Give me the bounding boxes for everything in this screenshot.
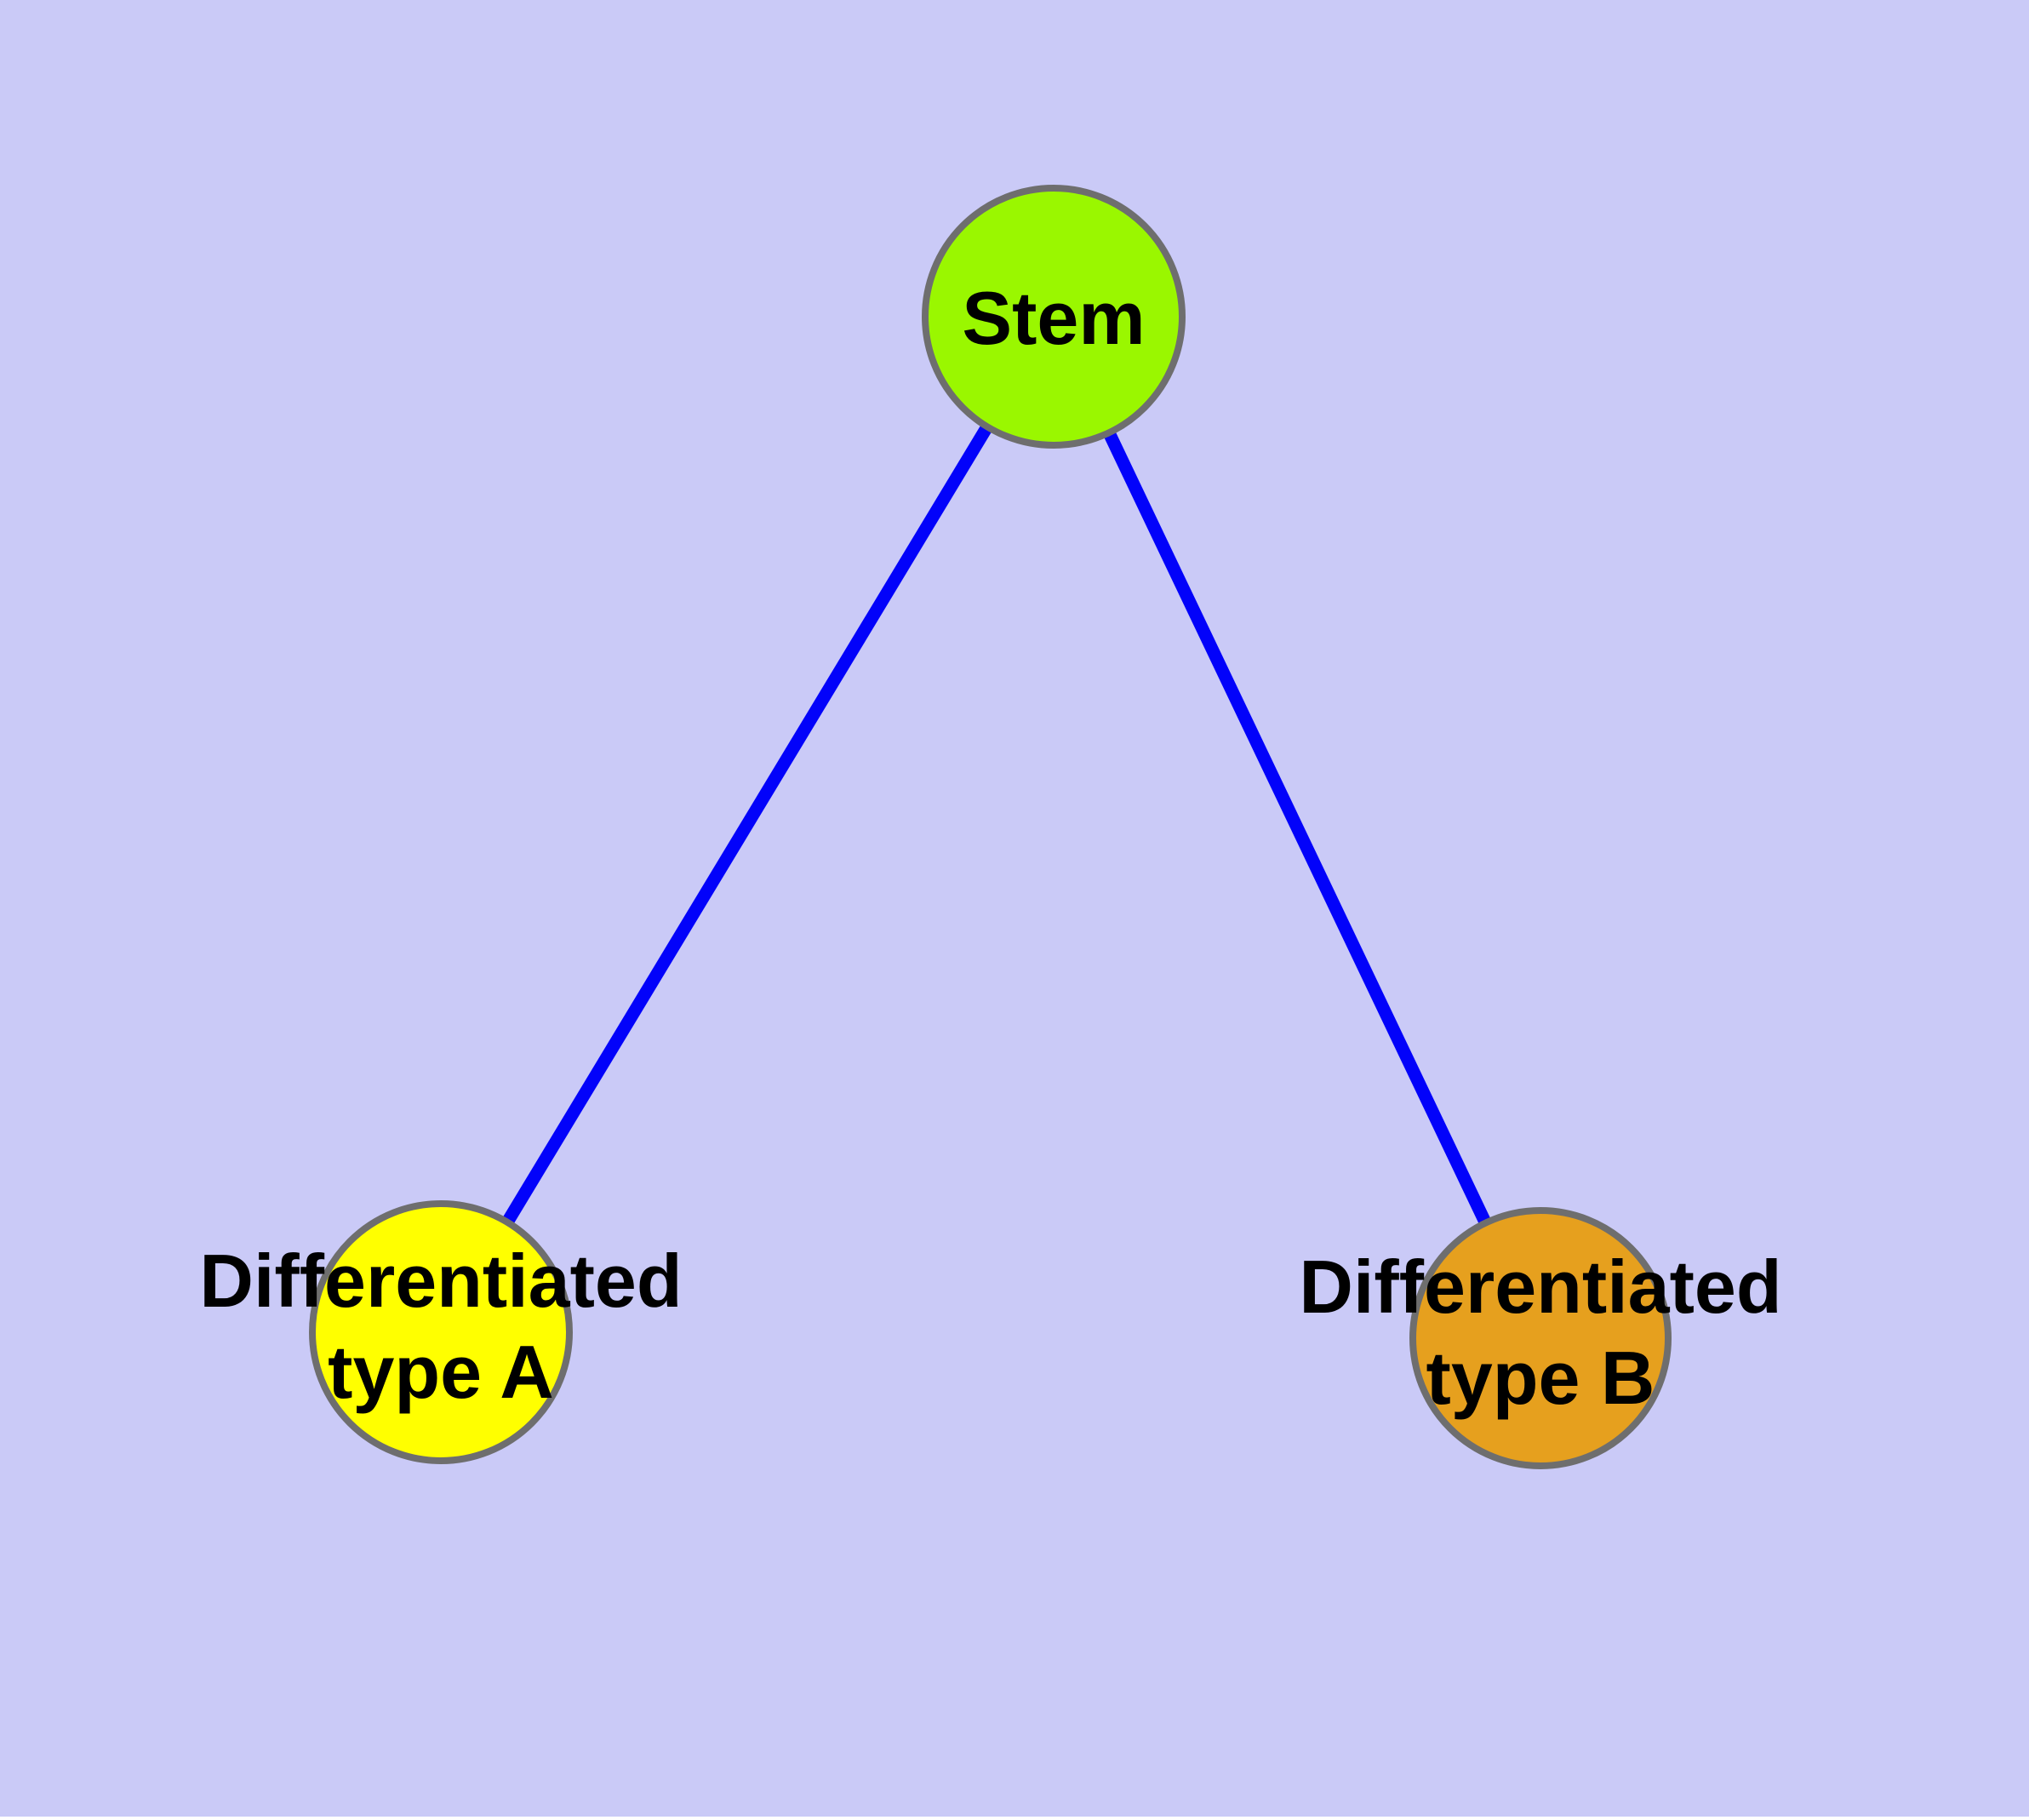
node-stem: Stem (922, 185, 1186, 449)
node-type-b-circle (1409, 1207, 1672, 1469)
node-type-a-circle (309, 1200, 573, 1464)
edge-stem-to-type-b (1048, 313, 1546, 1342)
node-stem-circle (922, 185, 1186, 449)
edge-stem-to-type-a (435, 313, 1060, 1336)
node-differentiated-type-b: Differentiated type B (1299, 1207, 1782, 1469)
node-type-b-label-line2: type B (1426, 1336, 1655, 1420)
edge-group (435, 313, 1546, 1342)
node-type-a-label-line1: Differentiated (199, 1239, 682, 1323)
node-type-b-label-line1: Differentiated (1299, 1245, 1781, 1329)
node-type-a-label-line2: type A (328, 1330, 554, 1414)
node-differentiated-type-a: Differentiated type A (199, 1200, 683, 1464)
node-stem-label: Stem (962, 276, 1145, 360)
